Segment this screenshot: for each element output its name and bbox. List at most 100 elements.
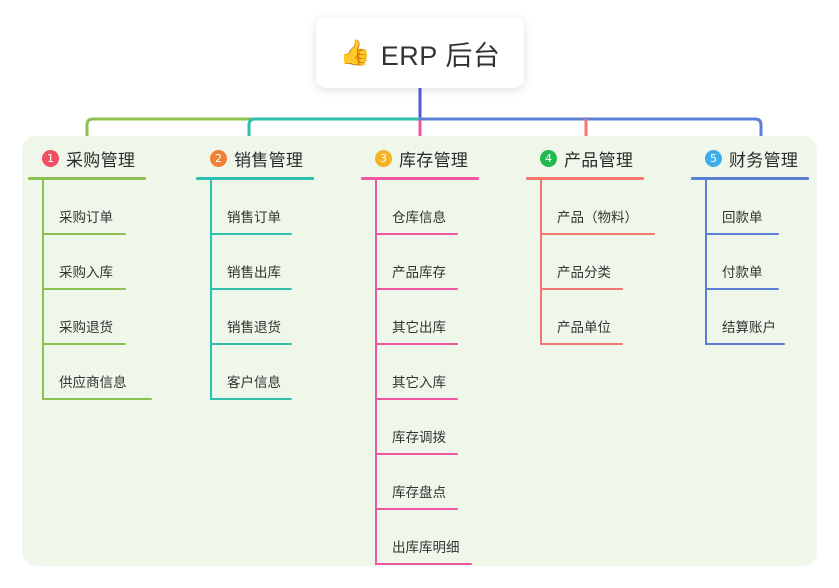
modules-panel	[22, 136, 817, 566]
module-header-rule	[28, 177, 146, 180]
module-item-rule	[540, 233, 655, 235]
module-item-label: 产品单位	[557, 320, 611, 335]
module-column-1: 1 采购管理采购订单采购入库采购退货供应商信息	[28, 146, 152, 400]
module-item-label: 销售订单	[227, 210, 281, 225]
module-item-label: 付款单	[722, 265, 763, 280]
module-item-label: 库存调拨	[392, 430, 446, 445]
module-item[interactable]: 采购入库	[28, 235, 146, 290]
root-node-erp-backend[interactable]: 👍 ERP 后台	[316, 18, 524, 88]
module-item-rule	[42, 343, 126, 345]
module-item-list: 销售订单销售出库销售退货客户信息	[196, 180, 314, 400]
module-item-rule	[375, 233, 458, 235]
module-item-rule	[375, 398, 458, 400]
module-item-label: 产品库存	[392, 265, 446, 280]
module-spine	[540, 180, 542, 345]
thumbs-up-icon: 👍	[339, 38, 371, 67]
module-title: 财务管理	[729, 150, 799, 170]
module-spine	[210, 180, 212, 400]
module-item-list: 仓库信息产品库存其它出库其它入库库存调拨库存盘点出库库明细	[361, 180, 479, 565]
module-item[interactable]: 出库库明细	[361, 510, 479, 565]
module-column-5: 5 财务管理回款单付款单结算账户	[691, 146, 809, 345]
module-item-label: 产品分类	[557, 265, 611, 280]
module-header-rule	[196, 177, 314, 180]
module-item-label: 供应商信息	[59, 375, 127, 390]
module-item-label: 回款单	[722, 210, 763, 225]
module-header-2[interactable]: 2 销售管理	[196, 146, 314, 170]
module-header-1[interactable]: 1 采购管理	[28, 146, 146, 170]
module-item-rule	[375, 453, 458, 455]
module-item[interactable]: 产品分类	[526, 235, 644, 290]
module-item-label: 其它入库	[392, 375, 446, 390]
module-item[interactable]: 产品（物料）	[526, 180, 655, 235]
module-item-rule	[705, 343, 785, 345]
module-item[interactable]: 采购订单	[28, 180, 146, 235]
module-item-rule	[375, 563, 472, 565]
module-item[interactable]: 产品单位	[526, 290, 644, 345]
module-item[interactable]: 结算账户	[691, 290, 809, 345]
module-item-rule	[375, 508, 458, 510]
module-item[interactable]: 销售退货	[196, 290, 314, 345]
module-item-list: 回款单付款单结算账户	[691, 180, 809, 345]
module-item-label: 产品（物料）	[557, 210, 638, 225]
module-item-rule	[42, 233, 126, 235]
module-item[interactable]: 销售出库	[196, 235, 314, 290]
module-number-badge: 4	[540, 149, 557, 167]
module-item-rule	[42, 288, 126, 290]
module-number-badge: 2	[210, 149, 227, 167]
module-column-4: 4 产品管理产品（物料） 产品分类产品单位	[526, 146, 655, 345]
module-item-rule	[375, 288, 458, 290]
module-title: 销售管理	[234, 150, 304, 170]
module-header-rule	[526, 177, 644, 180]
module-item-label: 仓库信息	[392, 210, 446, 225]
module-item-rule	[210, 233, 292, 235]
module-item[interactable]: 供应商信息	[28, 345, 152, 400]
page-title: ERP 后台	[380, 40, 501, 71]
module-item[interactable]: 回款单	[691, 180, 809, 235]
module-item[interactable]: 付款单	[691, 235, 809, 290]
module-column-3: 3 库存管理仓库信息产品库存其它出库其它入库库存调拨库存盘点出库库明细	[361, 146, 479, 565]
module-item[interactable]: 销售订单	[196, 180, 314, 235]
module-item-rule	[210, 398, 292, 400]
module-title: 产品管理	[564, 150, 634, 170]
module-item[interactable]: 库存盘点	[361, 455, 479, 510]
module-title: 采购管理	[66, 150, 136, 170]
module-item[interactable]: 产品库存	[361, 235, 479, 290]
module-item-rule	[210, 288, 292, 290]
module-header-5[interactable]: 5 财务管理	[691, 146, 809, 170]
module-item[interactable]: 采购退货	[28, 290, 146, 345]
module-number-badge: 5	[705, 149, 722, 167]
module-header-3[interactable]: 3 库存管理	[361, 146, 479, 170]
module-item-rule	[42, 398, 152, 400]
module-item-rule	[375, 343, 458, 345]
module-header-rule	[691, 177, 809, 180]
module-item-rule	[705, 233, 779, 235]
module-item-label: 出库库明细	[392, 540, 460, 555]
module-item[interactable]: 其它入库	[361, 345, 479, 400]
module-item-label: 其它出库	[392, 320, 446, 335]
module-item-rule	[705, 288, 779, 290]
module-item-label: 采购退货	[59, 320, 113, 335]
module-spine	[42, 180, 44, 400]
module-item-label: 客户信息	[227, 375, 281, 390]
module-item[interactable]: 其它出库	[361, 290, 479, 345]
module-item-rule	[210, 343, 292, 345]
module-item-rule	[540, 343, 623, 345]
module-number-badge: 3	[375, 149, 392, 167]
module-title: 库存管理	[399, 150, 469, 170]
module-item[interactable]: 客户信息	[196, 345, 314, 400]
module-item-label: 采购入库	[59, 265, 113, 280]
module-item-list: 采购订单采购入库采购退货供应商信息	[28, 180, 152, 400]
module-item-label: 采购订单	[59, 210, 113, 225]
module-item-label: 库存盘点	[392, 485, 446, 500]
module-item[interactable]: 库存调拨	[361, 400, 479, 455]
module-item-list: 产品（物料） 产品分类产品单位	[526, 180, 655, 345]
module-item-label: 销售出库	[227, 265, 281, 280]
module-item[interactable]: 仓库信息	[361, 180, 479, 235]
module-header-4[interactable]: 4 产品管理	[526, 146, 644, 170]
module-spine	[705, 180, 707, 345]
module-header-rule	[361, 177, 479, 180]
module-number-badge: 1	[42, 149, 59, 167]
module-spine	[375, 180, 377, 565]
module-item-rule	[540, 288, 623, 290]
